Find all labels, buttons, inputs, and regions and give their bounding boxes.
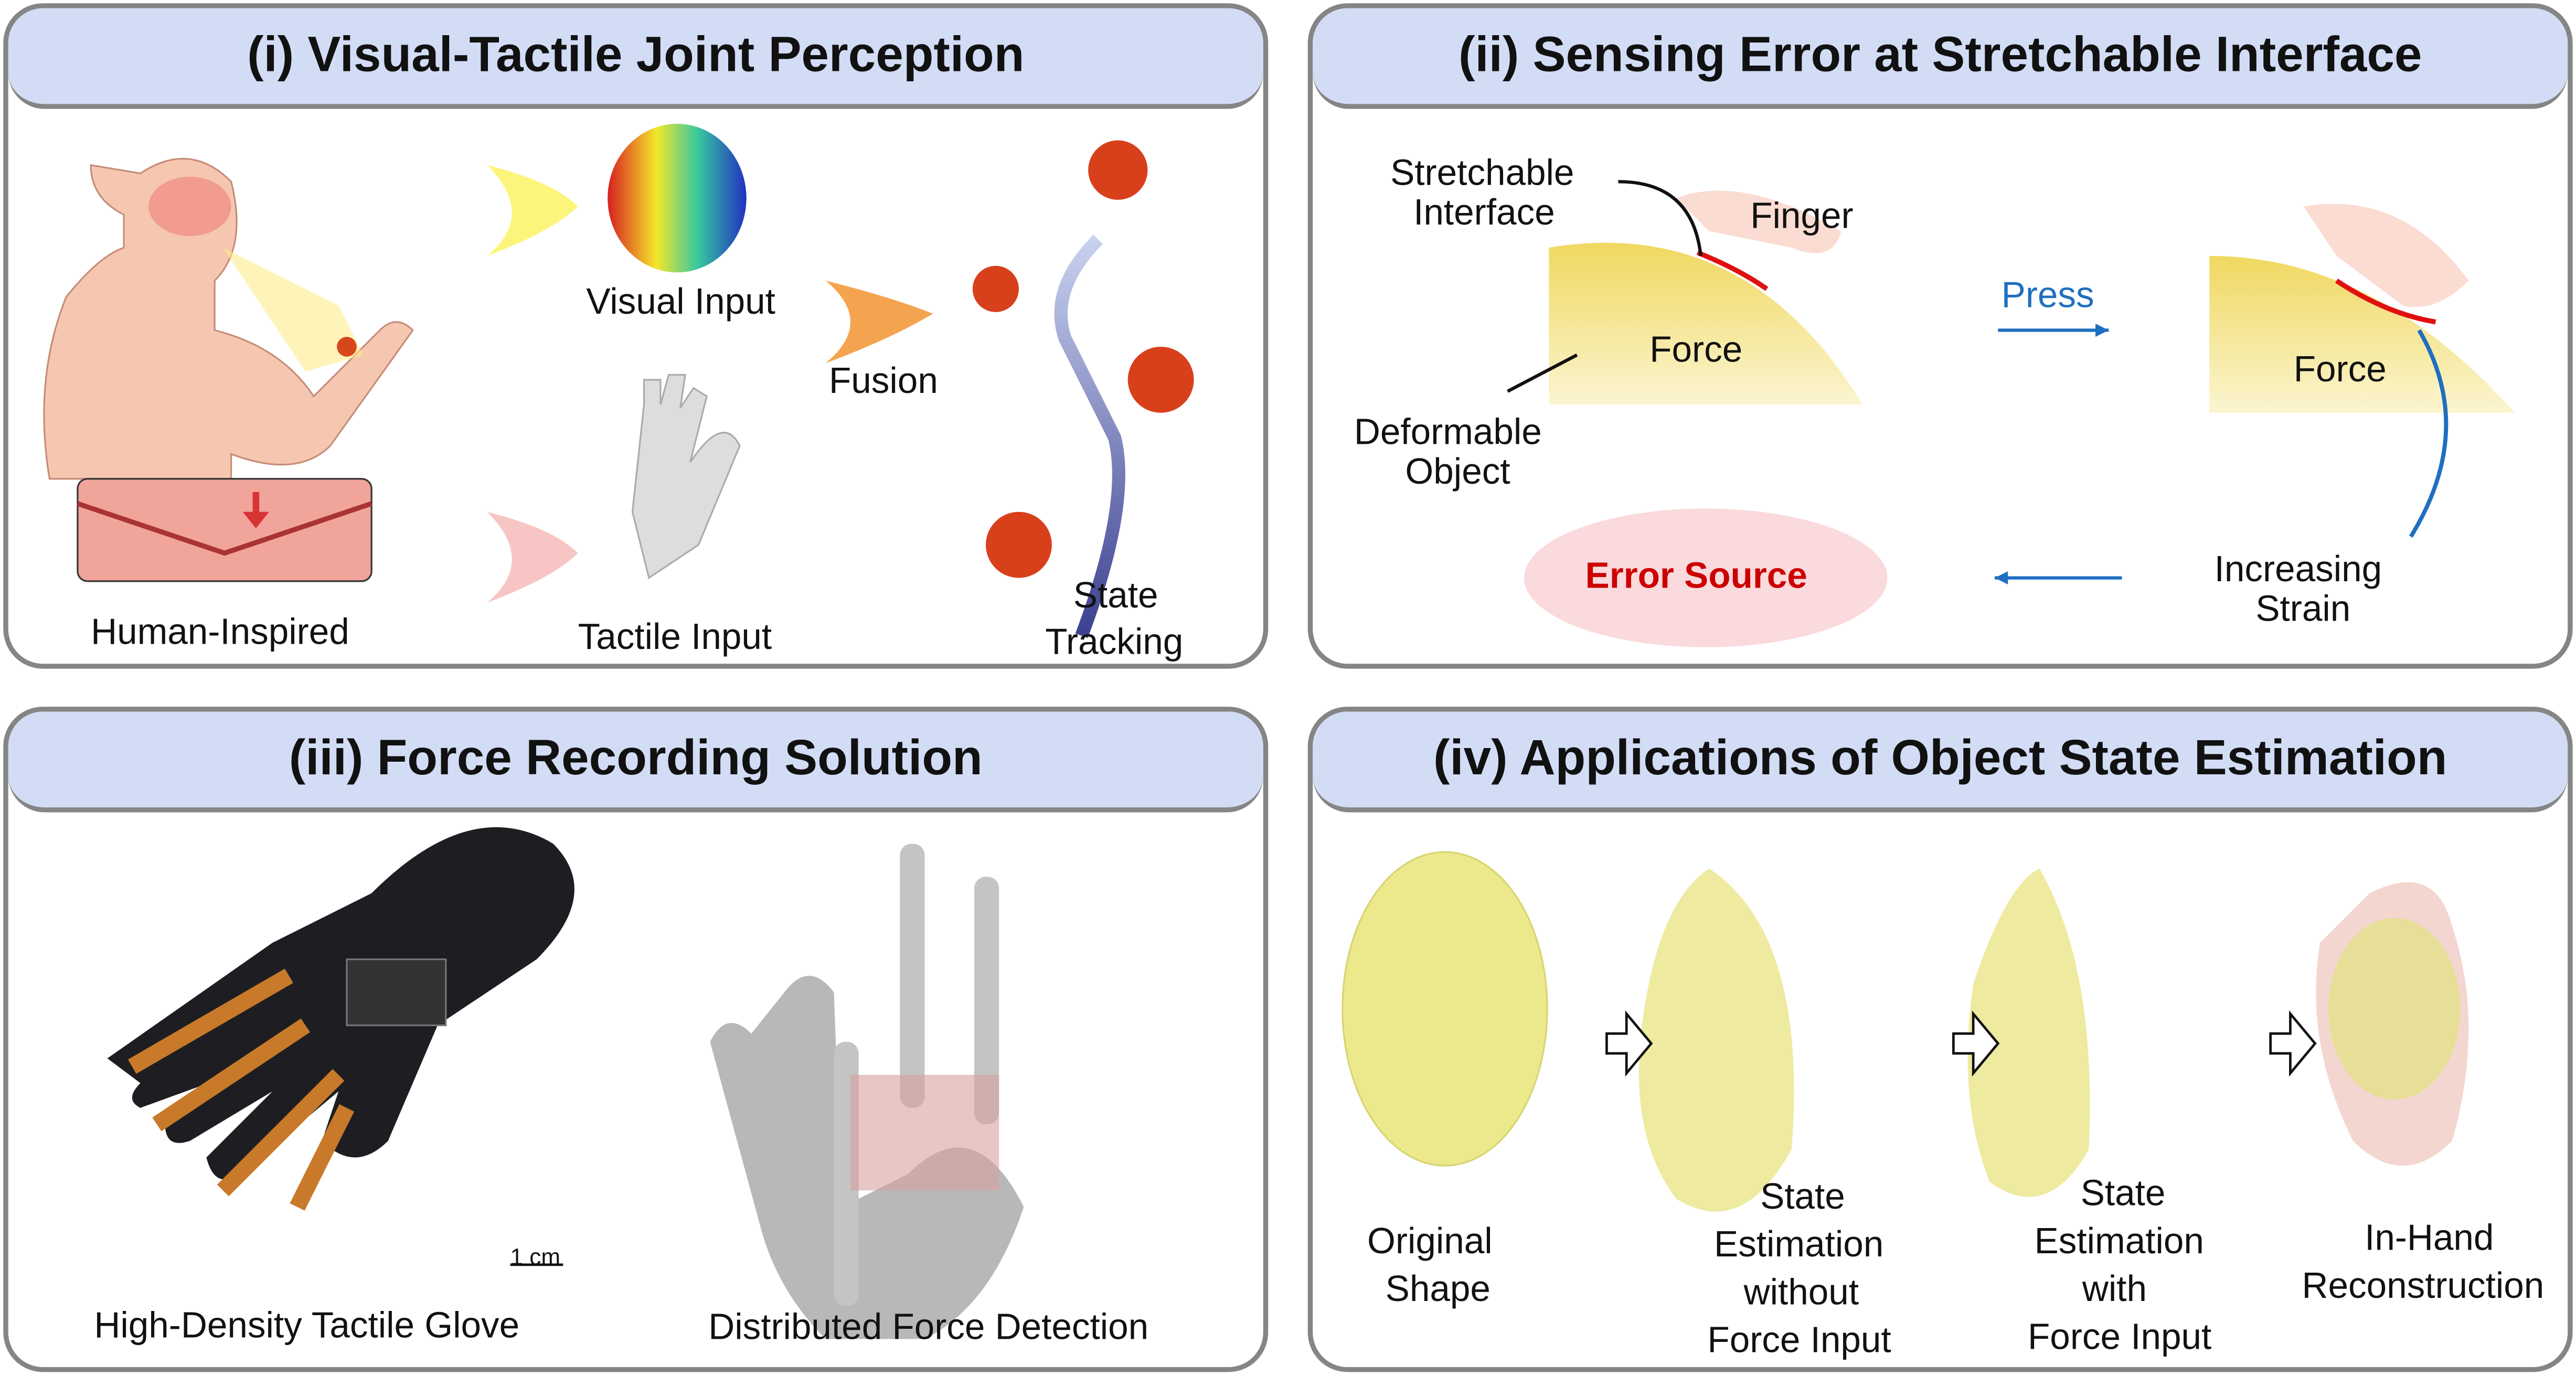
estimation-without-force [1638,868,1794,1212]
label-tactile-input: Tactile Input [578,615,772,657]
label-glove: High-Density Tactile Glove [94,1304,520,1346]
panel-title: (iv) Applications of Object State Estima… [1313,711,2568,813]
label-object: Object [1405,451,1510,492]
label-force: Force [1649,328,1743,370]
fusion-arrow-icon [825,281,933,364]
panel-visual-tactile: (i) Visual-Tactile Joint Perception Huma… [3,3,1269,669]
estimation-with-force [1967,868,2090,1197]
label-without-1: State [1760,1175,1845,1217]
arrow-right-icon [1952,1010,2000,1077]
arrow-right-icon [2269,1010,2317,1077]
label-detection: Distributed Force Detection [708,1306,1149,1348]
label-reconstruction: Reconstruction [2302,1264,2545,1306]
label-stretchable: Stretchable [1390,152,1574,194]
deformable-object [1549,242,1863,405]
state-estimation-illustration [1342,851,2469,1212]
panel-title: (ii) Sensing Error at Stretchable Interf… [1313,8,2568,109]
panel-applications: (iv) Applications of Object State Estima… [1307,707,2573,1372]
label-original: Original [1367,1220,1493,1262]
original-shape [1342,851,1548,1167]
label-shape: Shape [1385,1268,1491,1309]
force-map [850,1074,999,1191]
label-with-1: State [2080,1172,2166,1214]
label-increasing: Increasing [2214,548,2382,590]
human-illustration [43,124,1194,638]
label-without-3: without [1743,1271,1859,1313]
strain-arrow-icon [2409,329,2449,538]
arrow-right-icon [1605,1010,1653,1077]
label-tracking: Tracking [1045,621,1184,663]
finger [1676,190,1841,253]
label-interface: Interface [1413,191,1555,233]
tactile-arrow-icon [487,511,578,603]
label-without-2: Estimation [1714,1223,1884,1265]
label-fusion: Fusion [828,360,938,401]
label-force-2: Force [2293,348,2387,390]
panel-force-recording: (iii) Force Recording Solution High-Dens… [3,707,1269,1372]
label-with-4: Force Input [2028,1316,2212,1358]
error-source-ellipse [1524,508,1888,647]
hand-model [710,976,1024,1339]
glove-illustration [107,827,1024,1339]
sensing-error-illustration [1507,180,2515,647]
label-scale: 1 cm [510,1243,561,1270]
panel-sensing-error: (ii) Sensing Error at Stretchable Interf… [1307,3,2573,669]
label-with-3: with [2082,1268,2147,1309]
label-human-inspired: Human-Inspired [91,611,349,653]
visual-arrow-icon [487,165,578,256]
label-in-hand: In-Hand [2365,1217,2494,1258]
label-without-4: Force Input [1707,1319,1891,1361]
tactile-glove [107,827,574,1180]
label-strain: Strain [2255,588,2351,630]
label-press: Press [2001,274,2094,316]
tracking-curve [1054,234,1125,638]
label-state: State [1073,574,1158,616]
label-visual-input: Visual Input [586,281,775,322]
label-with-2: Estimation [2034,1220,2204,1262]
tactile-glove-hand [631,374,741,580]
panel-title: (iii) Force Recording Solution [8,711,1263,813]
panel-title: (i) Visual-Tactile Joint Perception [8,8,1263,109]
label-finger: Finger [1750,195,1854,237]
label-error-source: Error Source [1585,554,1807,596]
point-cloud-visual [608,124,747,273]
label-deformable: Deformable [1354,411,1542,453]
